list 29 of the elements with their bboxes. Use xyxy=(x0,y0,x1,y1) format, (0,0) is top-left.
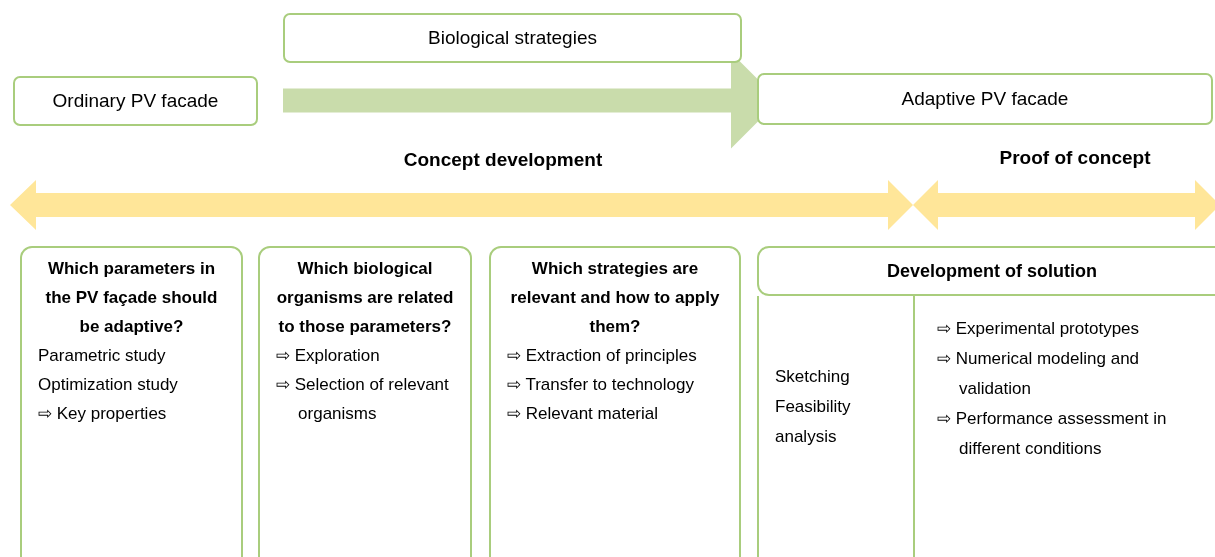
phase-label: Proof of concept xyxy=(999,146,1151,170)
stage-box xyxy=(283,13,742,63)
list-item: ⇨ Selection of relevant organisms xyxy=(276,374,450,425)
list-item: Optimization study xyxy=(38,374,179,396)
list-item: Parametric study xyxy=(38,345,167,367)
node-label: Biological strategies xyxy=(428,25,597,50)
phase-label: Concept development xyxy=(403,148,603,172)
activity-text: Sketching xyxy=(775,366,851,388)
panel-heading: Development of solution xyxy=(887,259,1097,283)
question-heading: Which strategies are relevant and how to apply them? xyxy=(509,258,721,338)
list-item: ⇨ Relevant material xyxy=(507,403,659,425)
list-item: ⇨ Performance assessment in different conditions xyxy=(937,408,1168,460)
node-label: Adaptive PV facade xyxy=(901,86,1069,111)
list-item: ⇨ Key properties xyxy=(38,403,168,425)
question-box xyxy=(20,246,243,557)
list-item: ⇨ Transfer to technology xyxy=(507,374,695,396)
list-item: ⇨ Numerical modeling and validation xyxy=(937,348,1141,400)
stage-box xyxy=(13,76,258,126)
question-heading: Which parameters in the PV façade should be adaptive? xyxy=(44,258,219,338)
stage-box xyxy=(757,73,1213,125)
question-box xyxy=(258,246,472,557)
activity-text: Feasibility analysis xyxy=(775,396,852,448)
list-item: ⇨ Exploration xyxy=(276,345,381,367)
header-box xyxy=(757,246,1215,296)
question-heading: Which biological organisms are related to those parameters? xyxy=(276,258,454,338)
node-label: Ordinary PV facade xyxy=(52,88,219,113)
list-item: ⇨ Extraction of principles xyxy=(507,345,698,367)
question-box xyxy=(489,246,741,557)
list-item: ⇨ Experimental prototypes xyxy=(937,318,1141,340)
